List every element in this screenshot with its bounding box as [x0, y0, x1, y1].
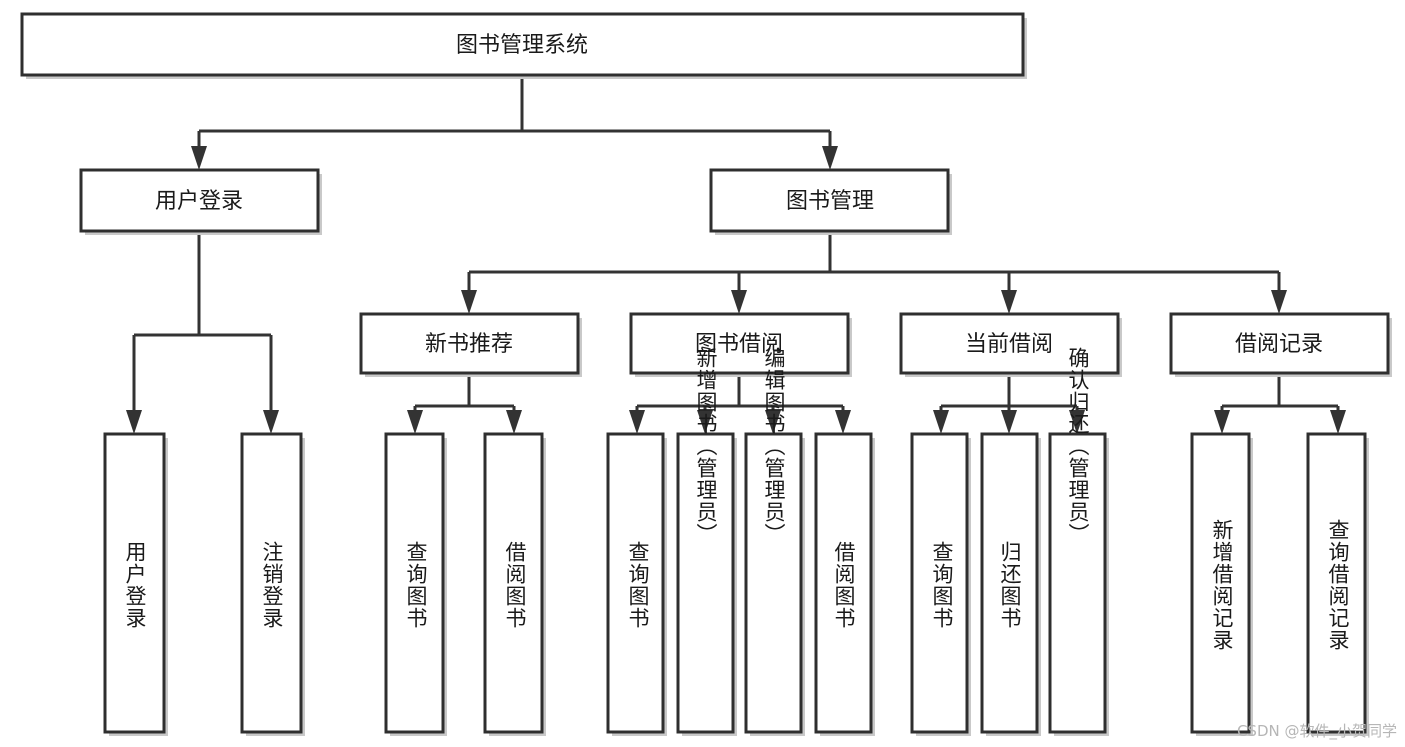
node-leaf-query-book-3-box — [910, 432, 969, 734]
arrow-to-borrow-record — [1271, 290, 1287, 314]
node-leaf-add-record[interactable]: 新增借阅记录 — [1190, 432, 1253, 736]
node-leaf-query-book-1-box — [384, 432, 445, 734]
node-root-box — [20, 12, 1025, 77]
node-book-manage-label: 图书管理 — [786, 189, 874, 214]
node-leaf-query-book-1[interactable]: 查询图书 — [384, 432, 447, 736]
node-leaf-query-record-label: 查询借阅记录 — [1326, 519, 1350, 651]
node-leaf-query-book-2-box — [606, 432, 665, 734]
node-leaf-borrow-book-1-box — [483, 432, 544, 734]
node-leaf-user-logout-box — [240, 432, 303, 734]
node-leaf-user-logout[interactable]: 注销登录 — [240, 432, 305, 736]
node-leaf-user-login[interactable]: 用户登录 — [103, 432, 168, 736]
node-user-login[interactable]: 用户登录 — [79, 168, 322, 235]
node-current-borrow-box — [899, 312, 1120, 375]
connector-root-bus — [197, 77, 832, 152]
node-current-borrow[interactable]: 当前借阅 — [899, 312, 1122, 377]
arrow-to-leaf-borrow-book-2 — [835, 410, 851, 434]
node-leaf-add-book-box — [676, 432, 735, 734]
node-borrow-record-label: 借阅记录 — [1235, 332, 1323, 357]
node-book-borrow-box — [629, 312, 850, 375]
connector-current-borrow-bus — [939, 375, 1079, 416]
arrow-to-user-login — [191, 146, 207, 170]
arrow-to-leaf-query-book-1 — [407, 410, 423, 434]
node-book-borrow[interactable]: 图书借阅 — [629, 312, 852, 377]
node-new-book-recommend-box — [359, 312, 580, 375]
arrow-to-book-borrow — [731, 290, 747, 314]
node-leaf-query-book-2-label: 查询图书 — [626, 541, 650, 629]
arrow-to-leaf-return-book — [1001, 410, 1017, 434]
node-leaf-return-book-label: 归还图书 — [998, 541, 1022, 629]
arrow-to-leaf-edit-book — [765, 410, 781, 434]
node-leaf-query-book-3-label: 查询图书 — [930, 541, 954, 629]
node-leaf-borrow-book-2[interactable]: 借阅图书 — [814, 432, 875, 736]
arrow-to-leaf-user-logout — [263, 410, 279, 434]
node-leaf-edit-book-label: 编辑图书（管理员） — [762, 347, 786, 545]
arrow-to-new-book-recommend — [461, 290, 477, 314]
node-leaf-add-record-box — [1190, 432, 1251, 734]
node-borrow-record-box — [1169, 312, 1390, 375]
node-user-login-box — [79, 168, 320, 233]
node-leaf-edit-book[interactable]: 编辑图书（管理员） — [744, 347, 805, 736]
arrow-to-leaf-add-book — [697, 410, 713, 434]
node-leaf-user-login-label: 用户登录 — [123, 541, 147, 629]
node-leaf-borrow-book-2-box — [814, 432, 873, 734]
node-leaf-return-book[interactable]: 归还图书 — [980, 432, 1041, 736]
node-leaf-query-book-3[interactable]: 查询图书 — [910, 432, 971, 736]
arrow-to-leaf-borrow-book-1 — [506, 410, 522, 434]
connector-book-borrow-bus — [635, 375, 845, 416]
watermark-text: CSDN @软件_小贺同学 — [1236, 722, 1397, 740]
node-book-manage[interactable]: 图书管理 — [709, 168, 952, 235]
arrow-to-leaf-query-record — [1330, 410, 1346, 434]
arrow-to-leaf-user-login — [126, 410, 142, 434]
arrow-to-leaf-query-book-2 — [629, 410, 645, 434]
connector-book-manage-bus — [467, 233, 1281, 296]
node-leaf-add-book-label: 新增图书（管理员） — [694, 347, 718, 545]
connector-layer — [126, 77, 1346, 434]
node-leaf-query-record[interactable]: 查询借阅记录 — [1306, 432, 1369, 736]
node-user-login-label: 用户登录 — [155, 189, 243, 214]
connector-user-login-bus — [132, 233, 273, 416]
node-new-book-recommend-label: 新书推荐 — [425, 332, 513, 357]
arrow-to-book-manage — [822, 146, 838, 170]
node-current-borrow-label: 当前借阅 — [965, 332, 1053, 357]
node-leaf-confirm-return-box — [1048, 432, 1107, 734]
node-leaf-confirm-return[interactable]: 确认归还（管理员） — [1048, 347, 1109, 736]
node-leaf-confirm-return-label: 确认归还（管理员） — [1066, 347, 1090, 545]
node-leaf-user-logout-label: 注销登录 — [260, 541, 284, 629]
node-leaf-add-record-label: 新增借阅记录 — [1210, 519, 1234, 651]
node-book-borrow-label: 图书借阅 — [695, 332, 783, 357]
node-leaf-return-book-box — [980, 432, 1039, 734]
node-book-manage-box — [709, 168, 950, 233]
node-borrow-record[interactable]: 借阅记录 — [1169, 312, 1392, 377]
arrow-to-leaf-confirm-return — [1069, 410, 1085, 434]
node-leaf-add-book[interactable]: 新增图书（管理员） — [676, 347, 737, 736]
node-root[interactable]: 图书管理系统 — [20, 12, 1027, 79]
connector-borrow-record-bus — [1220, 375, 1340, 416]
node-leaf-query-record-box — [1306, 432, 1367, 734]
node-leaf-query-book-1-label: 查询图书 — [404, 541, 428, 629]
arrow-to-current-borrow — [1001, 290, 1017, 314]
connector-new-book-recommend-bus — [413, 375, 516, 416]
arrow-to-leaf-add-record — [1214, 410, 1230, 434]
node-leaf-user-login-box — [103, 432, 166, 734]
node-leaf-borrow-book-1-label: 借阅图书 — [503, 541, 527, 629]
node-leaf-edit-book-box — [744, 432, 803, 734]
node-new-book-recommend[interactable]: 新书推荐 — [359, 312, 582, 377]
node-leaf-query-book-2[interactable]: 查询图书 — [606, 432, 667, 736]
node-leaf-borrow-book-1[interactable]: 借阅图书 — [483, 432, 546, 736]
node-leaf-borrow-book-2-label: 借阅图书 — [832, 541, 856, 629]
node-root-label: 图书管理系统 — [456, 33, 588, 58]
arrow-to-leaf-query-book-3 — [933, 410, 949, 434]
